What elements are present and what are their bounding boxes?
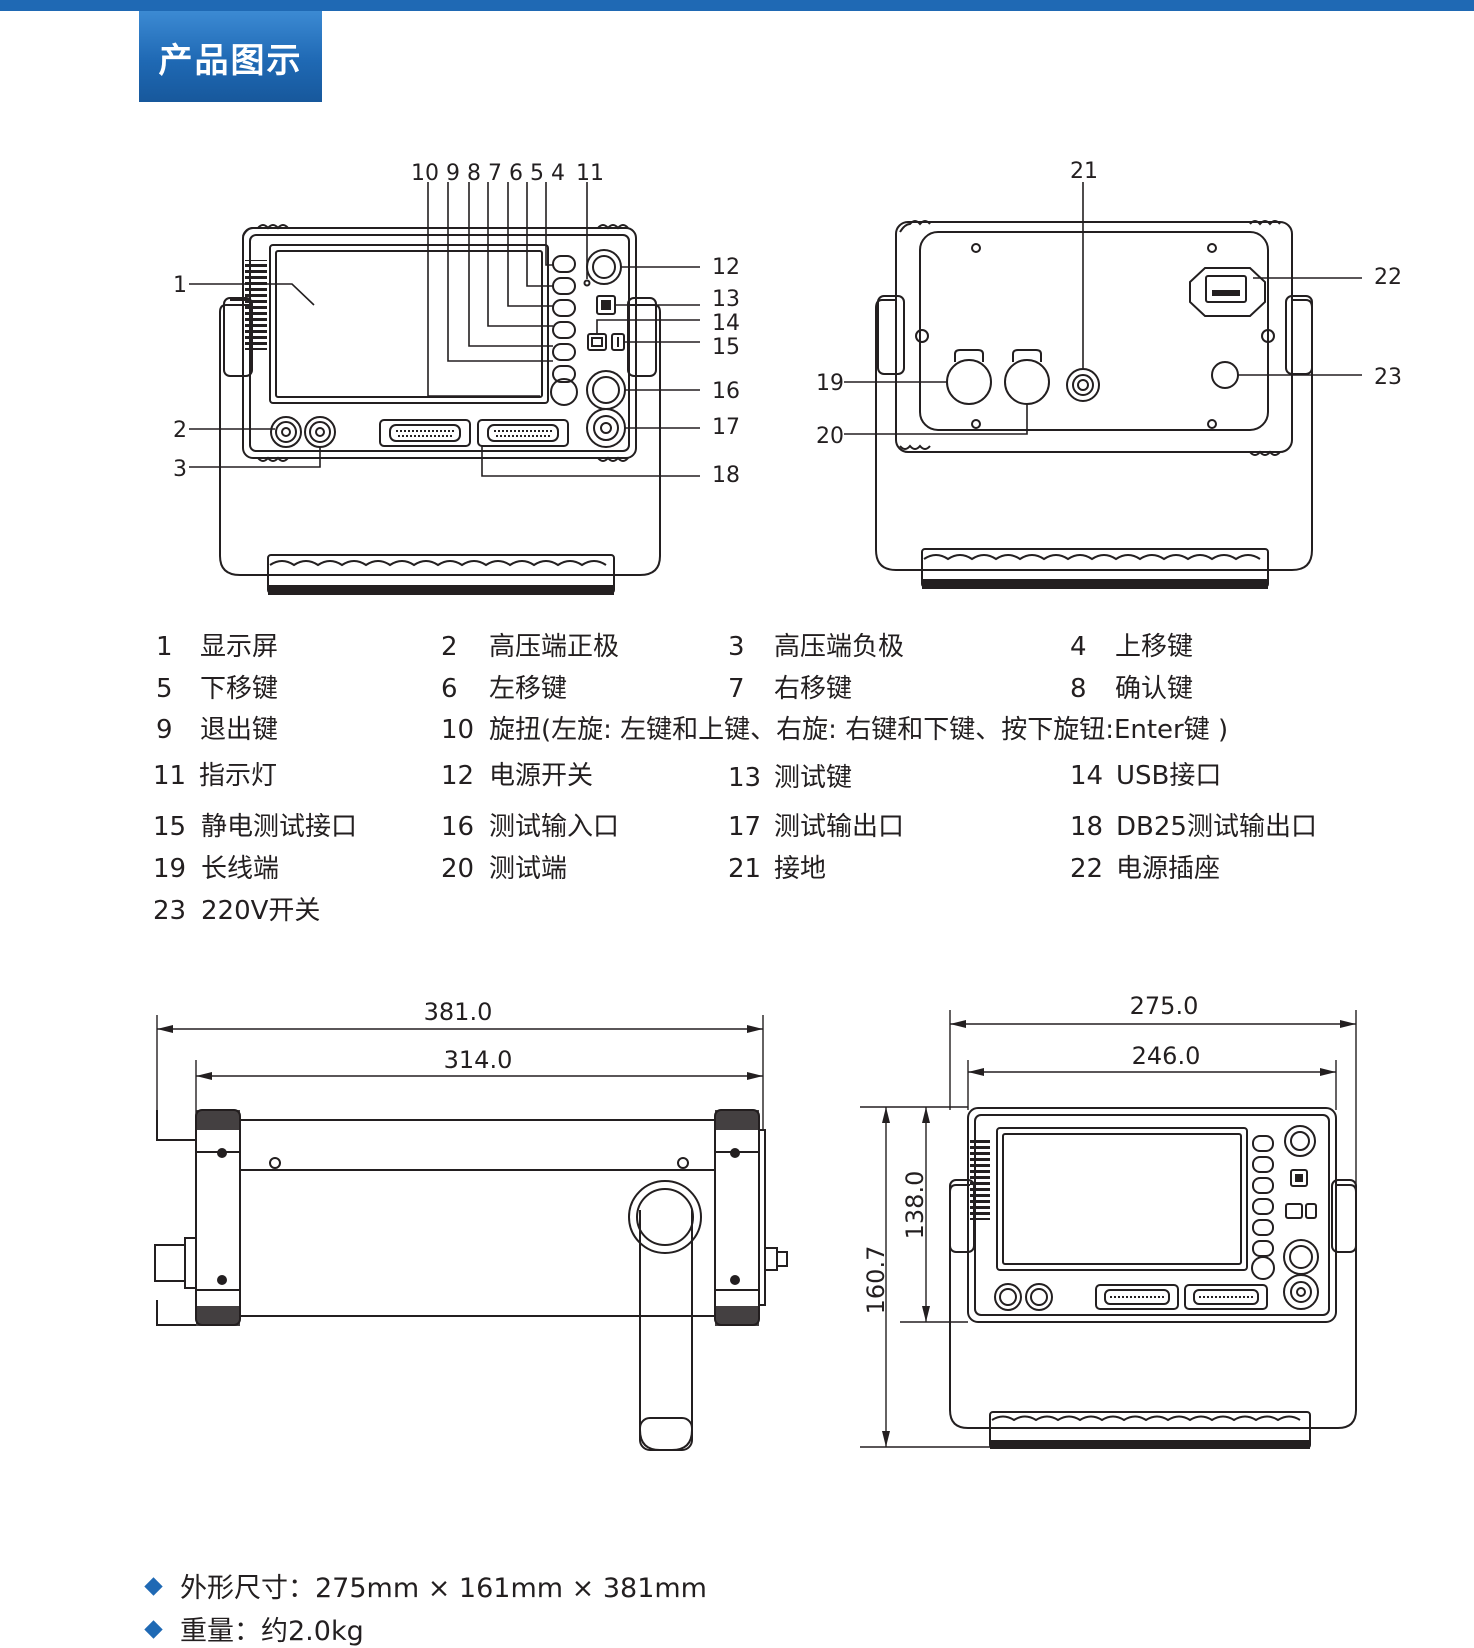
dim-246: 246.0	[1132, 1042, 1201, 1070]
callout-10-4: 10 9 8 7 6 5 4	[411, 161, 565, 186]
front-handle	[219, 304, 661, 576]
callout-3: 3	[173, 457, 187, 482]
spec-weight: 重量：约2.0kg	[143, 1616, 364, 1648]
callout-23: 23	[1374, 365, 1402, 390]
dim-275: 275.0	[1130, 992, 1199, 1020]
callout-11: 11	[576, 161, 604, 186]
back-leaders	[844, 182, 1362, 435]
callout-21: 21	[1070, 159, 1098, 184]
callout-1: 1	[173, 273, 187, 298]
back-body	[895, 221, 1293, 453]
front-leaders	[189, 182, 700, 477]
callout-14: 14	[712, 311, 740, 336]
front-display	[269, 244, 549, 404]
callout-16: 16	[712, 379, 740, 404]
callout-17: 17	[712, 415, 740, 440]
callout-12: 12	[712, 255, 740, 280]
side-view	[154, 1015, 788, 1451]
front-dim-view	[860, 1010, 1357, 1449]
front-dimension-labels: 275.0 246.0 138.0 160.7	[862, 992, 1200, 1314]
front-view	[219, 224, 661, 595]
callout-2: 2	[173, 418, 187, 443]
side-dimension-labels: 381.0 314.0	[424, 998, 513, 1074]
section-title-tab: 产品图示	[139, 11, 322, 102]
front-body	[242, 227, 637, 459]
front-vents	[245, 260, 267, 350]
callout-15: 15	[712, 335, 740, 360]
dim-138: 138.0	[901, 1171, 929, 1240]
section-title: 产品图示	[158, 41, 303, 81]
spec-dimensions: 外形尺寸：275mm × 161mm × 381mm	[143, 1573, 707, 1605]
callout-19: 19	[816, 371, 844, 396]
callout-13: 13	[712, 287, 740, 312]
bullet-diamond-icon	[144, 1577, 163, 1596]
callout-18: 18	[712, 463, 740, 488]
dim-160-7: 160.7	[862, 1246, 890, 1315]
bullet-diamond-icon	[144, 1620, 163, 1639]
callout-22: 22	[1374, 265, 1402, 290]
back-view	[875, 220, 1313, 589]
top-accent-bar	[0, 0, 1474, 11]
dim-381: 381.0	[424, 998, 493, 1026]
dim-314: 314.0	[444, 1046, 513, 1074]
callout-20: 20	[816, 424, 844, 449]
front-callout-labels: 1 2 3 10 9 8 7 6 5 4 11 12 13 14 15 16 1…	[173, 161, 740, 488]
back-callout-labels: 21 22 23 19 20	[816, 159, 1402, 449]
